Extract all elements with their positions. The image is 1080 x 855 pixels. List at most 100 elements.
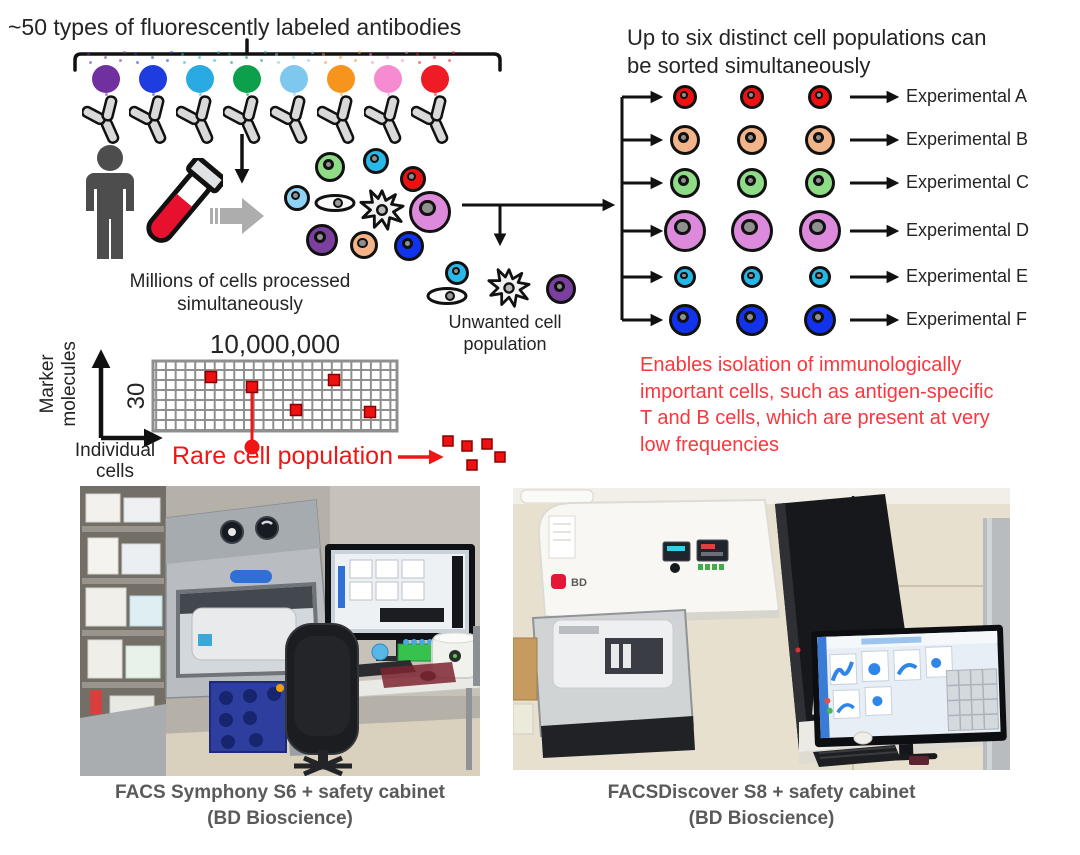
sorted-cell: [740, 85, 764, 109]
fluorophore-dot: [92, 56, 120, 93]
sorted-cell: [741, 266, 763, 288]
antibody-icon: [364, 94, 412, 150]
spray-bottle: [90, 690, 102, 714]
pressure-gauges: [220, 516, 279, 544]
sorted-cell: [731, 210, 773, 252]
cell-grid: [151, 359, 399, 433]
fluorophore-dot: [327, 56, 355, 93]
sorted-cell: [805, 168, 835, 198]
tube-rack: [397, 643, 435, 662]
cell-icon-pink: [409, 191, 451, 233]
experimental-label: Experimental D: [906, 220, 1030, 240]
dendritic-cell-icon: [359, 189, 405, 231]
fluorophore-dot: [233, 56, 261, 93]
well-grid: [945, 668, 999, 732]
experimental-label: Experimental A: [906, 86, 1028, 106]
sorted-cell: [799, 210, 841, 252]
rare-cell-markers: [204, 370, 377, 419]
sash-window: [176, 582, 320, 678]
bench-items: [342, 632, 479, 688]
unwanted-purple-cell: [546, 274, 576, 304]
blood-tube-icon: [146, 158, 223, 243]
cell-icon-light-blue: [284, 185, 310, 211]
photo-facs-symphony-s6: [80, 486, 480, 776]
svg-text:BD: BD: [571, 577, 587, 589]
flat-cell-icon: [314, 194, 356, 212]
sorted-cell: [673, 85, 697, 109]
photo-caption-symphony: FACS Symphony S6 + safety cabinet (BD Bi…: [115, 782, 445, 829]
sorted-cell: [737, 125, 767, 155]
chamber-base: [541, 716, 695, 758]
antibody-panel-title: ~50 types of fluorescently labeled antib…: [8, 14, 462, 40]
monitor: [811, 624, 1007, 762]
monitor: [325, 544, 475, 661]
status-led: [795, 647, 801, 653]
x-axis-label: Individual cells: [74, 440, 156, 482]
fluorophore-dot: [421, 56, 449, 93]
antibody-icon: [317, 94, 365, 150]
sorted-cell: [736, 304, 768, 336]
fluorophore-dot: [186, 56, 214, 93]
unwanted-cyan-cell: [445, 261, 469, 285]
control-displays: [662, 539, 729, 573]
instrument-hood: BD: [537, 498, 781, 624]
mouse: [853, 731, 873, 745]
antibody-icon: [270, 94, 318, 150]
antibody-icon: [82, 94, 130, 150]
sorted-cell: [674, 266, 696, 288]
isolation-note: Enables isolation of immunologically imp…: [640, 354, 994, 456]
cell-icon-cyan: [363, 148, 389, 174]
sorting-title: Up to six distinct cell populations can …: [627, 25, 987, 78]
cell-icon-green: [315, 152, 345, 182]
sorted-cell: [664, 210, 706, 252]
cell-icon-purple: [306, 224, 338, 256]
unwanted-caption: Unwanted cell population: [448, 312, 562, 354]
cell-icon-red: [400, 166, 426, 192]
experimental-label: Experimental C: [906, 172, 1030, 192]
sorted-cell: [805, 125, 835, 155]
sample-chamber-window: [531, 608, 695, 758]
photo-caption-discover: FACSDiscover S8 + safety cabinet (BD Bio…: [607, 782, 916, 829]
counter: [80, 704, 166, 776]
cell-icon-blue: [394, 231, 424, 261]
cells-count-label: 10,000,000: [209, 329, 341, 359]
cell-icon-peach: [350, 231, 378, 259]
sorted-cell: [737, 168, 767, 198]
sorted-cell: [670, 125, 700, 155]
sorted-cell: [804, 304, 836, 336]
experimental-label: Experimental F: [906, 309, 1028, 329]
mouse-pad: [380, 662, 456, 688]
model-badge: [230, 570, 272, 583]
keyboard: [813, 745, 901, 767]
fluorophore-dot: [139, 56, 167, 93]
antibody-icon: [411, 94, 459, 150]
sorted-cell: [669, 304, 701, 336]
sorted-cell: [809, 266, 831, 288]
antibody-icon: [223, 94, 271, 150]
office-chair: [285, 623, 359, 776]
fluorophore-dot: [280, 56, 308, 93]
markers-count-label: 30: [123, 382, 150, 410]
antibody-icon: [129, 94, 177, 150]
phone: [909, 756, 929, 765]
patient-icon: [86, 145, 134, 259]
fluorophore-dot: [374, 56, 402, 93]
sorted-cell: [808, 85, 832, 109]
process-arrow-icon: [210, 198, 264, 234]
rare-population-label: Rare cell population: [172, 442, 393, 470]
bd-logo: BD: [551, 574, 587, 589]
dendritic-cell-icon: [487, 268, 531, 308]
photo-facsdiscover-s8: BD: [513, 488, 1010, 770]
shelf-unit: [80, 486, 166, 718]
flat-cell-icon: [426, 287, 468, 305]
rare-cell-cluster: [442, 435, 506, 471]
antibody-icon: [176, 94, 224, 150]
experimental-label: Experimental E: [906, 266, 1029, 286]
label-sheet: [548, 515, 576, 559]
experimental-label: Experimental B: [906, 129, 1029, 149]
sorted-cell: [670, 168, 700, 198]
emergency-knob: [276, 684, 284, 692]
storage-left: [513, 637, 538, 735]
y-axis-label: Marker molecules: [37, 341, 80, 427]
